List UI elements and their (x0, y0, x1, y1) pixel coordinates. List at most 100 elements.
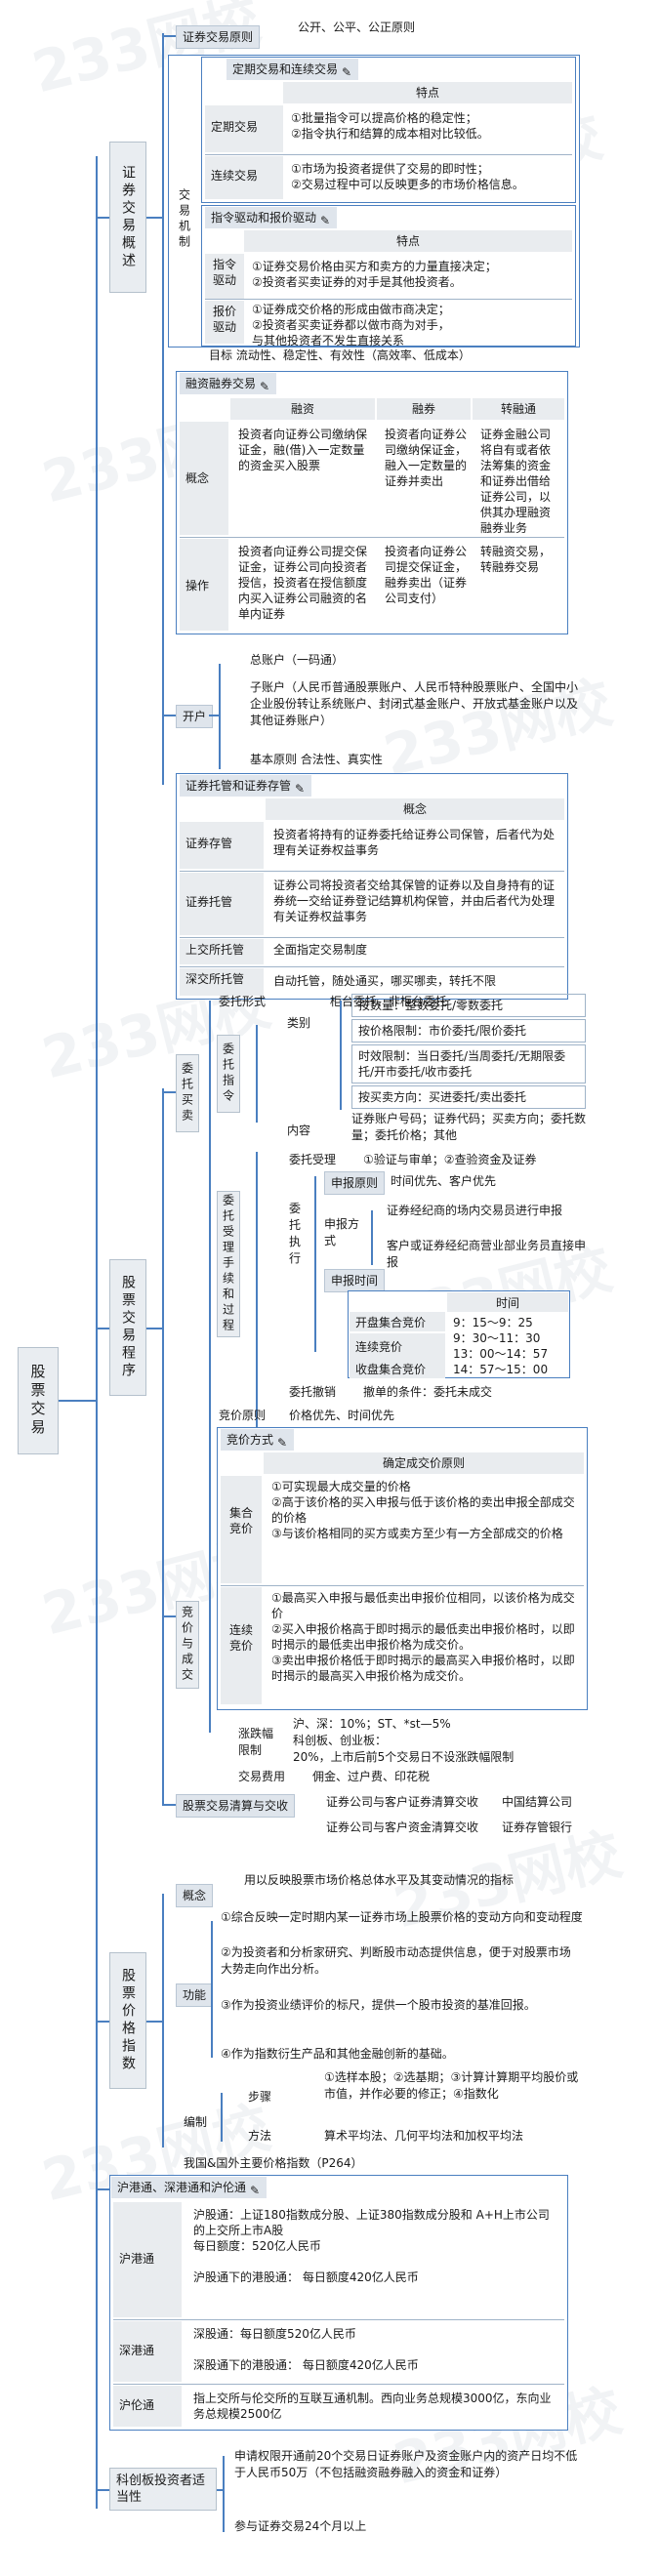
match-table (217, 1427, 588, 1710)
connector (209, 715, 219, 716)
margin-op-1: 投资者向证券公司提交保证金，融券卖出（证券公司支付） (385, 545, 468, 605)
auction-title: 定期交易和连续交易✎ (227, 59, 359, 80)
accept-value: ①验证与审单；②查验资金及证券 (363, 1153, 537, 1166)
connector (162, 715, 176, 716)
margin-col-2: 转融通 (473, 398, 564, 420)
cat-2: 时效限制：当日委托/当周委托/无期限委托/开市委托/收市委托 (351, 1044, 586, 1084)
connector (211, 1921, 213, 2058)
edit-icon[interactable]: ✎ (277, 1436, 288, 1450)
match-way-title: 竞价方式✎ (221, 1429, 295, 1451)
connector (162, 1088, 164, 1615)
connector (256, 1152, 258, 1445)
limit-value: 沪、深：10%；ST、*st—5% 科创板、创业板： 20%，上市后前5个交易日… (293, 1717, 515, 1764)
connector (256, 1025, 258, 1123)
step-value: ①选样本股；②选基期；③计算计算期平均股价或市值，并作必要的修正；④指数化 (324, 2070, 579, 2101)
connect-val-1: 深股通：每日额度520亿人民币 深股通下的港股通： 每日额度420亿人民币 (193, 2327, 419, 2372)
edit-icon[interactable]: ✎ (250, 2184, 261, 2197)
driven-key-1: 报价 驱动 (205, 301, 244, 344)
custody-key-1: 证券托管 (180, 873, 264, 935)
driven-val-1: ①证券成交价格的形成由做市商决定； ②投资者买卖证券都以做市商为对手， 与其他投… (252, 303, 450, 348)
order-form-value: 柜台委托、非柜台委托 (330, 995, 448, 1008)
connector (221, 2093, 223, 2142)
auction-key-0: 定期交易 (205, 105, 283, 152)
instr-side: 委托指令 (217, 1035, 240, 1113)
func-3: ④作为指数衍生产品和其他金融创新的基础。 (221, 2047, 454, 2061)
content-label: 内容 (287, 1124, 311, 1137)
divider (113, 2384, 564, 2385)
connector (223, 2456, 225, 2532)
connector (340, 1001, 342, 1110)
connector (162, 1611, 164, 1806)
divider (180, 966, 564, 967)
match-call: 集合竞价 (221, 1476, 262, 1583)
margin-col-1: 融券 (377, 398, 471, 420)
divider (180, 537, 564, 538)
auction-val-1: ①市场为投资者提供了交易的即时性； ②交易过程中可以反映更多的市场价格信息。 (291, 162, 524, 191)
margin-key-1: 操作 (180, 539, 228, 631)
connector (96, 2188, 109, 2190)
time-val-0: 9：15～9：25 (453, 1316, 533, 1329)
time-val-2: 14：57～15：00 (453, 1363, 549, 1376)
cat-label: 类别 (287, 1016, 311, 1030)
time-head: 时间 (447, 1292, 568, 1312)
clear-row-1: 证券公司与客户证券清算交收 (326, 1795, 479, 1809)
func-0: ①综合反映一定时期内某一证券市场上股票价格的变动方向和变动程度 (221, 1910, 583, 1924)
divider (180, 937, 564, 938)
section-procedure: 股票交易程序 (109, 1259, 146, 1396)
cat-3: 按买卖方向：买进委托/卖出委托 (351, 1085, 586, 1109)
custody-key-0: 证券存管 (180, 822, 264, 869)
way-1: 证券经纪商的场内交易员进行申报 (387, 1204, 563, 1217)
time-key-0: 开盘集合竞价 (350, 1312, 445, 1331)
root-connector (96, 156, 98, 2509)
connector (96, 217, 109, 219)
connector (96, 2021, 109, 2023)
account-sub: 子账户（人民币普通股票账户、人民币特种股票账户、全国中小企业股份转让系统账户、封… (250, 680, 579, 727)
match-rule-value: 价格优先、时间优先 (289, 1409, 395, 1422)
func-2: ③作为投资业绩评价的标尺，提供一个股市投资的基准回报。 (221, 1998, 536, 2012)
edit-icon[interactable]: ✎ (260, 380, 270, 393)
edit-icon[interactable]: ✎ (320, 214, 331, 227)
cat-0: 按数量：整数委托/零数委托 (351, 994, 586, 1017)
method-value: 算术平均法、几何平均法和加权平均法 (324, 2129, 524, 2143)
divider (205, 299, 572, 300)
order-form-label: 委托形式 (219, 995, 267, 1008)
custody-val-2: 全面指定交易制度 (273, 943, 368, 957)
section-index: 股票价格指数 (109, 1952, 146, 2089)
divider (221, 1585, 584, 1586)
match-call-value: ①可实现最大成交量的价格 ②高于该价格的买入申报与低于该价格的卖出申报全部成交的… (271, 1480, 575, 1540)
connect-key-0: 沪港通 (113, 2202, 182, 2317)
account-label: 开户 (176, 705, 214, 728)
cancel-label: 委托撤销 (289, 1385, 337, 1399)
section-star: 科创板投资者适当性 (109, 2468, 217, 2511)
clear-title: 股票交易清算与交收 (176, 1794, 296, 1818)
driven-val-0: ①证券交易价格由买方和卖方的力量直接决定； ②投资者买卖证券的对手是其他投资者。 (252, 260, 497, 289)
margin-key-0: 概念 (180, 422, 228, 535)
connector (162, 1615, 176, 1617)
margin-concept-2: 证券金融公司将自有或者依法筹集的资金和证券出借给证券公司，以供其办理融资融券业务 (480, 428, 552, 535)
compile-label: 编制 (184, 2115, 208, 2129)
clear-row-2: 证券公司与客户资金清算交收 (326, 1820, 479, 1834)
margin-op-2: 转融资交易，转融券交易 (480, 545, 552, 574)
margin-op-0: 投资者向证券公司提交保证金，证券公司向投资者授信，投资者在授信额度内买入证券公司… (238, 545, 368, 621)
margin-title: 融资融券交易✎ (180, 373, 277, 394)
cat-1: 按价格限制：市价委托/限价委托 (351, 1019, 586, 1043)
index-func-label: 功能 (176, 1983, 214, 2007)
connector (219, 664, 221, 769)
match-rule-label: 竞价原则 (219, 1409, 267, 1422)
connector (146, 2021, 162, 2023)
edit-icon[interactable]: ✎ (342, 65, 352, 79)
connector (146, 217, 162, 219)
connector (209, 1411, 211, 1733)
auction-val-0: ①批量指令可以提高价格的稳定性； ②指令执行和结算的成本相对比较低。 (291, 111, 489, 141)
connect-table (109, 2175, 568, 2431)
way-2: 客户或证券经纪商营业部业务员直接申报 (387, 1239, 587, 1269)
connect-title: 沪港通、深港通和沪伦通✎ (111, 2177, 268, 2198)
custody-title: 证券托管和证券存管✎ (180, 775, 312, 797)
edit-icon[interactable]: ✎ (295, 782, 306, 796)
divider (205, 154, 572, 155)
connector (96, 2489, 109, 2491)
connector (162, 33, 164, 785)
match-side: 竞价与成交 (176, 1601, 199, 1689)
time-key-2: 收盘集合竞价 (350, 1359, 445, 1378)
section-overview: 证券交易概述 (109, 142, 146, 293)
